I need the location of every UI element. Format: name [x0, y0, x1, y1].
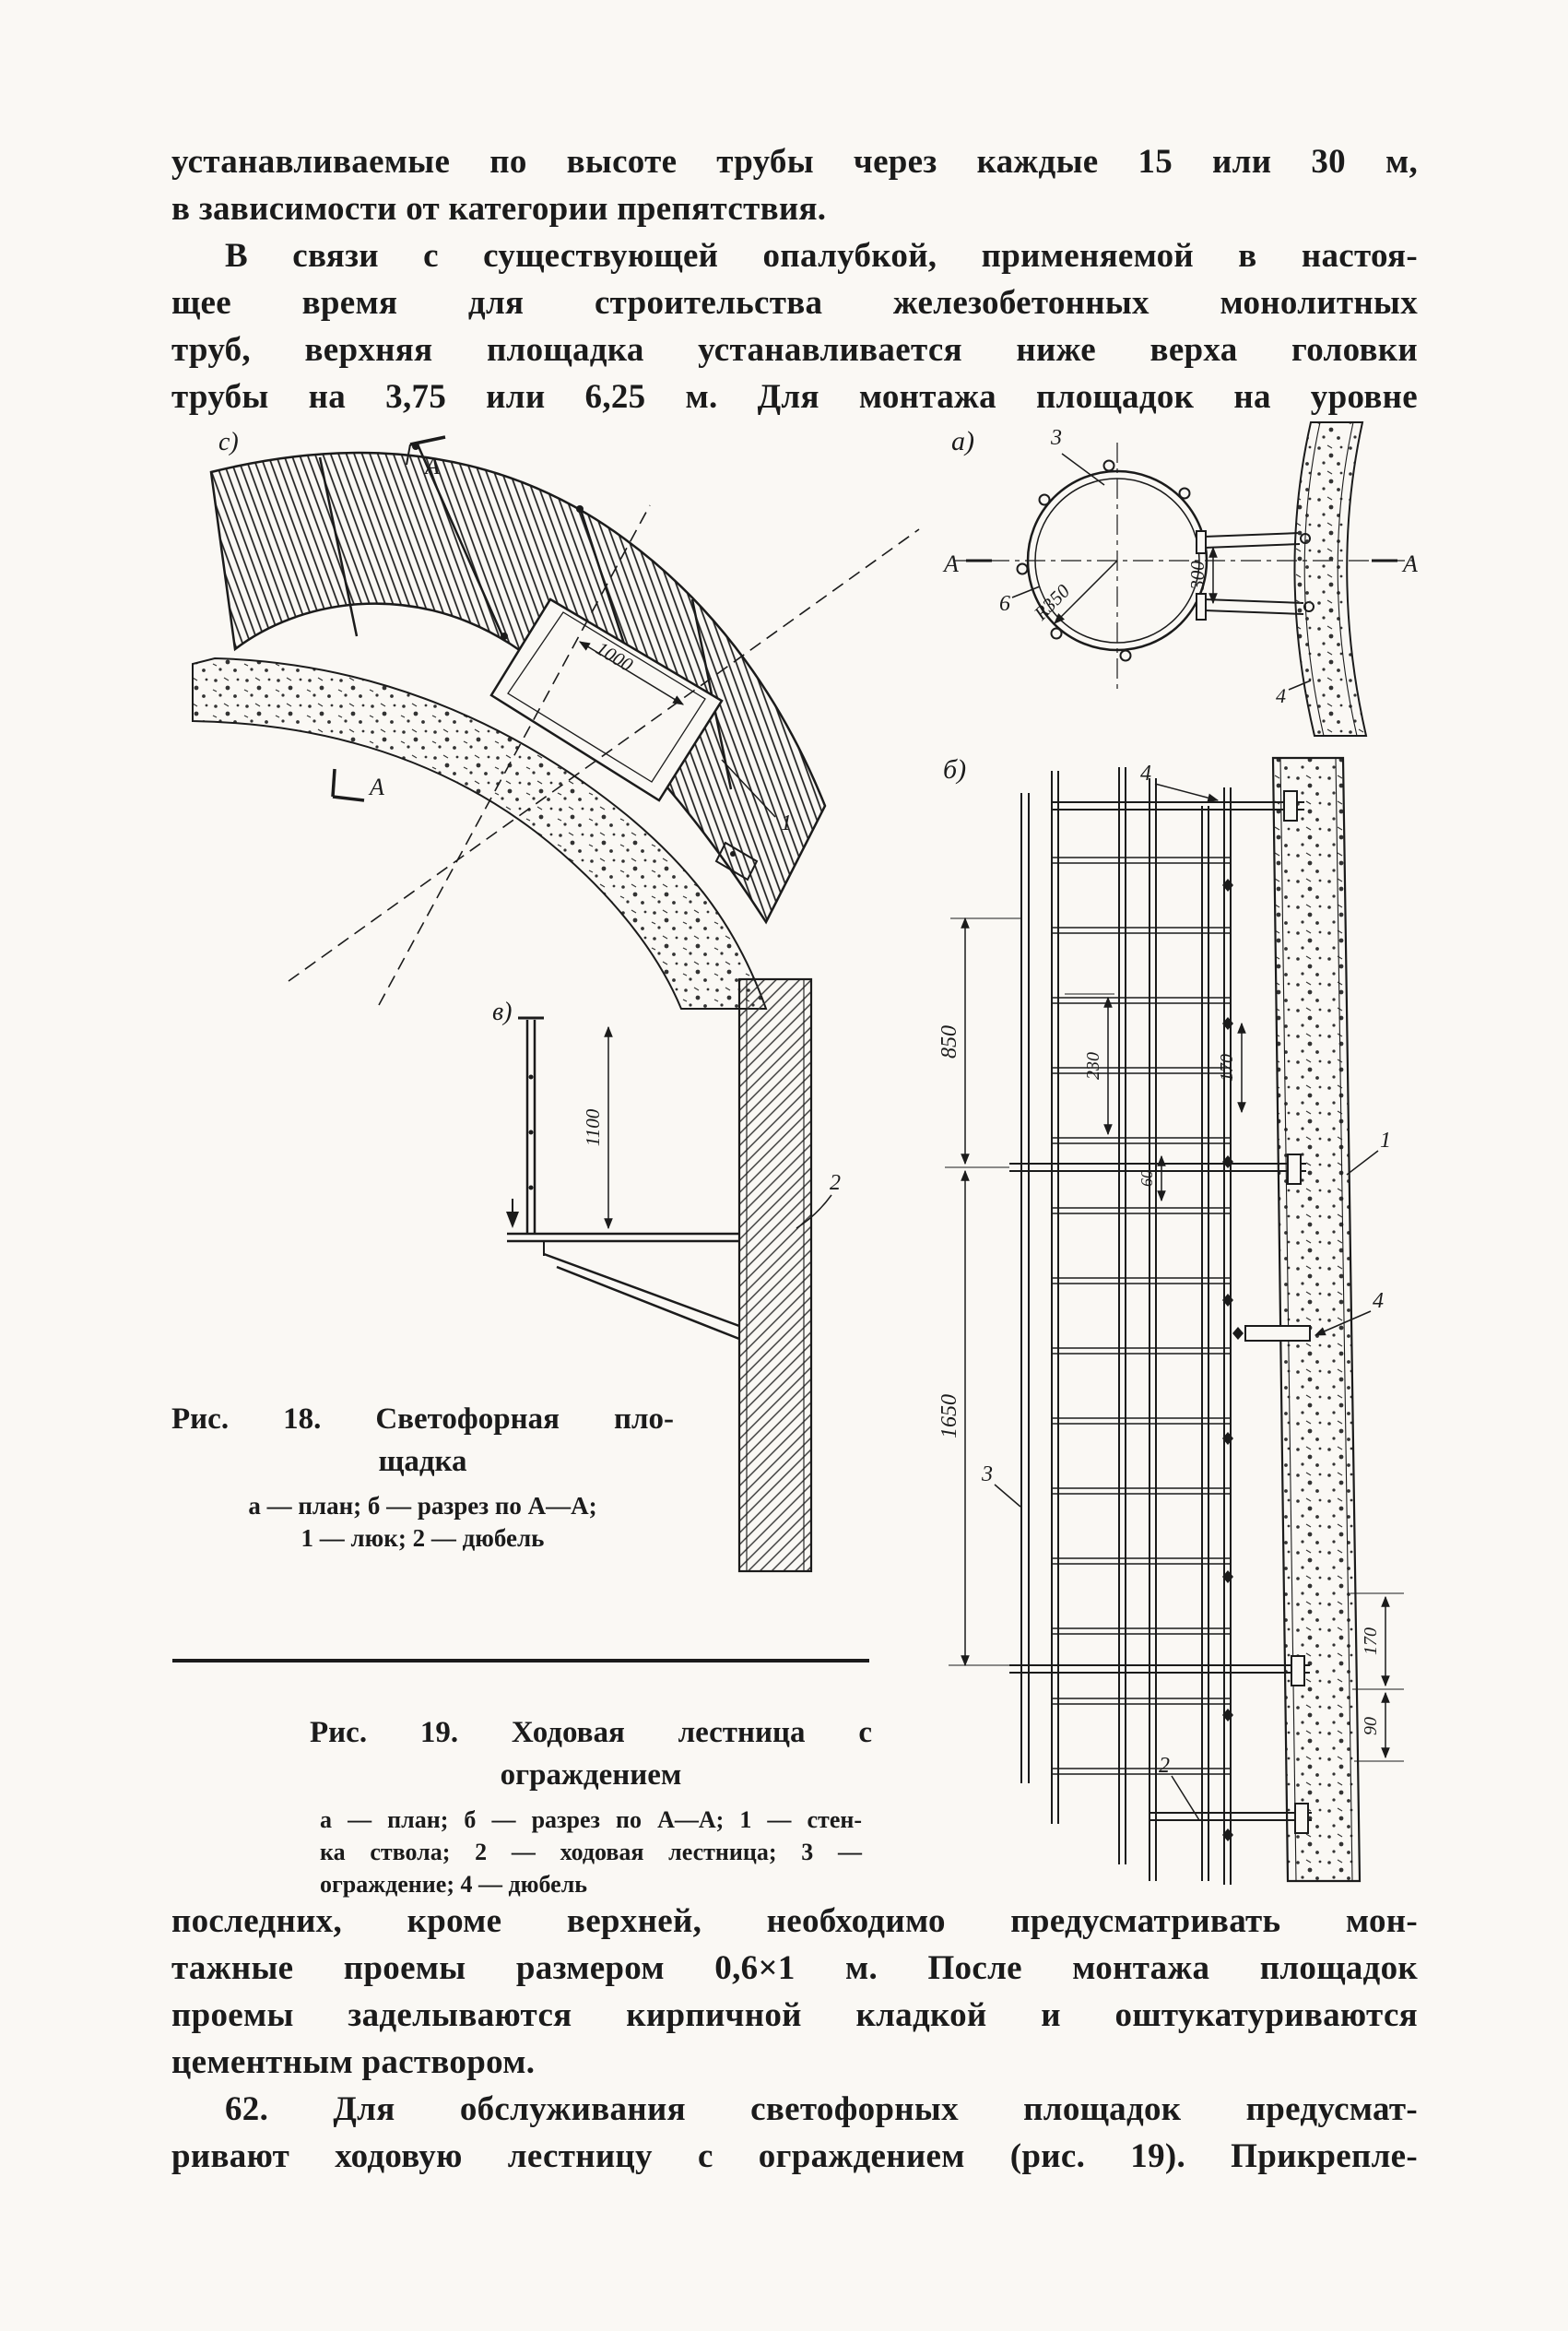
paragraph-1: устанавливаемые по высоте трубы через ка… [171, 138, 1418, 232]
platform-decking [209, 451, 827, 925]
fig19-legend-line2: ка ствола; 2 — ходовая лестница; 3 — [320, 1839, 862, 1865]
dim-230-label: 230 [1083, 1052, 1103, 1080]
text-line: тажные проемы размером 0,6×1 м. После мо… [171, 1949, 1418, 1987]
dim-300-label: 300 [1186, 561, 1208, 591]
fig19-plan-letter: а) [951, 426, 974, 456]
callout-2: 2 [1159, 1754, 1170, 1778]
wall-fragment [1293, 421, 1368, 737]
callout-2: 2 [830, 1171, 841, 1195]
fig18-legend-line2: 1 — люк; 2 — дюбель [301, 1524, 545, 1552]
text-line: 62. Для обслуживания светофорных площадо… [225, 2090, 1418, 2128]
text-line: трубы на 3,75 или 6,25 м. Для монтажа пл… [171, 378, 1418, 416]
dim-170-top-label: 170 [1217, 1054, 1237, 1082]
callout-3: 3 [1050, 426, 1062, 450]
text-line: труб, верхняя площадка устанавливается н… [171, 331, 1418, 369]
text-line: щее время для строительства железобетонн… [171, 284, 1418, 322]
fig18-caption: Рис. 18. Светофорная пло- щадка а — план… [171, 1398, 674, 1555]
wall-strip [737, 977, 813, 1573]
ladder-rungs [1051, 857, 1232, 1775]
dowel-marks [1222, 879, 1244, 1841]
fig18-plan-letter: с) [218, 428, 239, 456]
paragraph-3: последних, кроме верхней, необходимо пре… [171, 1898, 1418, 2086]
fig18-section-drawing: в) 1100 2 [492, 977, 841, 1573]
paragraph-4: 62. Для обслуживания светофорных площадо… [171, 2086, 1418, 2180]
fig19-section-drawing: б) [937, 754, 1404, 1885]
axis-label-a-right: А [1401, 550, 1418, 577]
radius-label: R350 [1029, 580, 1074, 625]
text-line: ривают ходовую лестницу с ограждением (р… [171, 2137, 1418, 2175]
callout-4: 4 [1276, 684, 1286, 707]
text-line: последних, кроме верхней, необходимо пре… [171, 1902, 1418, 1940]
axis-label-a-left: А [942, 550, 959, 577]
fig18-section-letter: в) [492, 998, 512, 1026]
dim-1650-label: 1650 [937, 1394, 961, 1438]
cut-mark-a-top: А [423, 453, 440, 479]
callout-4: 4 [1373, 1289, 1384, 1313]
fig19-plan-drawing: а) А А 3 6 R350 [942, 421, 1418, 737]
railing-and-stringers [1020, 767, 1232, 1885]
text-line: цементным раствором. [171, 2043, 536, 2081]
fig19-section-letter: б) [943, 754, 966, 785]
dim-1100-label: 1100 [582, 1108, 604, 1146]
paragraph-2: В связи с существующей опалубкой, примен… [171, 232, 1418, 420]
callout-6: 6 [999, 592, 1010, 616]
text-line: проемы заделываются кирпичной кладкой и … [171, 1996, 1418, 2034]
fig19-caption: Рис. 19. Ходовая лестница с ограждением … [310, 1711, 872, 1900]
callout-1: 1 [1380, 1129, 1391, 1153]
fig19-caption-line1: Рис. 19. Ходовая лестница с [310, 1716, 872, 1749]
dim-850-label: 850 [937, 1025, 961, 1059]
fig18-caption-line2: щадка [378, 1445, 467, 1478]
callout-3: 3 [981, 1462, 993, 1486]
fig19-caption-line2: ограждением [500, 1758, 682, 1792]
wall-connectors [1009, 801, 1312, 1821]
text-line: В связи с существующей опалубкой, примен… [225, 237, 1418, 275]
text-line: устанавливаемые по высоте трубы через ка… [171, 143, 1418, 181]
shaft-wall [1271, 756, 1362, 1883]
fig18-caption-line1: Рис. 18. Светофорная пло- [171, 1402, 674, 1436]
fig19-legend-line1: а — план; б — разрез по А—А; 1 — стен- [320, 1806, 862, 1833]
dim-60-label: 60 [1138, 1170, 1156, 1187]
dim-170-bottom-label: 170 [1361, 1627, 1381, 1655]
callout-4-top: 4 [1140, 762, 1151, 786]
fig18-plan-drawing: 1000 А А с) 1 [192, 428, 920, 1010]
fig18-legend-line1: а — план; б — разрез по А—А; [248, 1492, 597, 1520]
dim-90-label: 90 [1361, 1717, 1381, 1735]
fig19-legend-line3: ограждение; 4 — дюбель [320, 1871, 588, 1898]
text-line: в зависимости от категории препятствия. [171, 190, 827, 228]
callout-1: 1 [781, 811, 792, 835]
railing-ring [1026, 469, 1208, 652]
cut-mark-a-bottom: А [368, 774, 384, 800]
section-divider [172, 1659, 869, 1662]
